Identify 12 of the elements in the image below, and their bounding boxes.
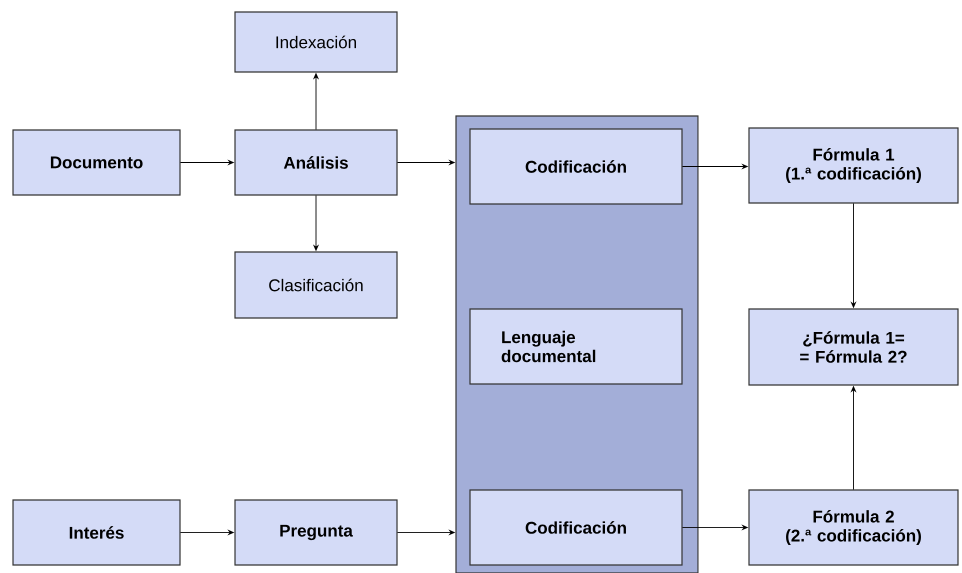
- process-box: Codificación: [469, 489, 683, 566]
- process-box: Codificación: [469, 128, 683, 205]
- process-box: Clasificación: [234, 251, 398, 319]
- process-box: Documento: [12, 129, 181, 196]
- process-box: Interés: [12, 499, 181, 566]
- process-box: Pregunta: [234, 499, 398, 566]
- process-box: Análisis: [234, 129, 398, 196]
- process-box: Fórmula 1 (1.ª codificación): [748, 127, 959, 204]
- process-box: Indexación: [234, 11, 398, 73]
- process-box: Lenguaje documental: [469, 308, 683, 385]
- process-box: ¿Fórmula 1= = Fórmula 2?: [748, 308, 959, 386]
- process-box: Fórmula 2 (2.ª codificación): [748, 489, 959, 566]
